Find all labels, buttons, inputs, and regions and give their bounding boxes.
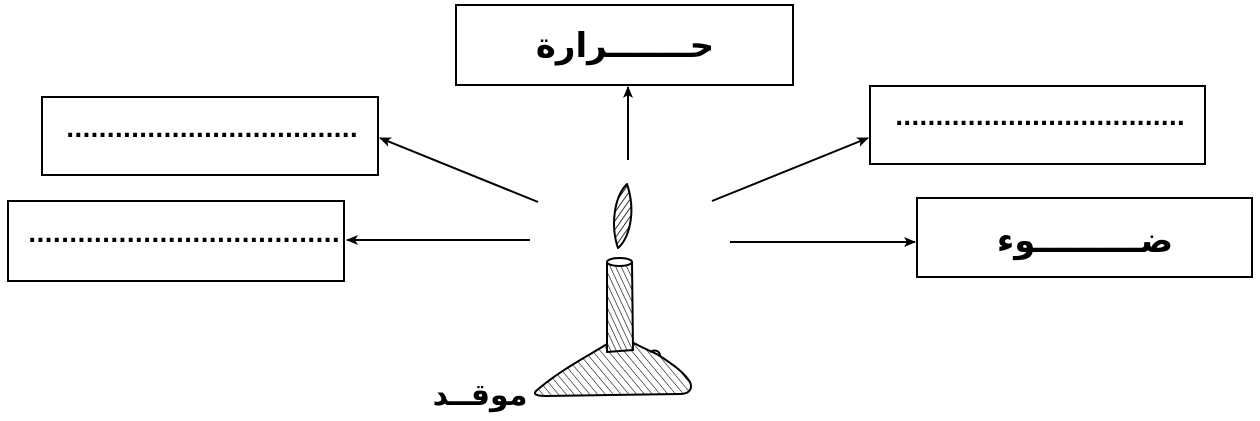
blank-box-top-left: .................................... [42,97,378,175]
burner-tube [607,262,633,352]
blank-dots-top-right: .................................... [895,106,1185,131]
blank-box-left: ...................................... [8,201,344,281]
arrow-to-top-right [712,138,868,201]
burner-icon [535,184,691,396]
burner-tube-opening [607,258,632,266]
blank-dots-left: ...................................... [28,223,340,248]
light-box: ضـــــــــوء [917,198,1252,277]
heat-box: حـــــــرارة [456,5,793,85]
arrow-to-top-left [380,138,538,202]
blank-box-top-right: .................................... [870,86,1205,164]
blank-dots-top-left: .................................... [66,118,358,143]
flame-icon [614,184,631,248]
light-label: ضـــــــــوء [997,221,1173,261]
heat-label: حـــــــرارة [536,26,714,66]
burner-label: موقــد [433,378,528,413]
